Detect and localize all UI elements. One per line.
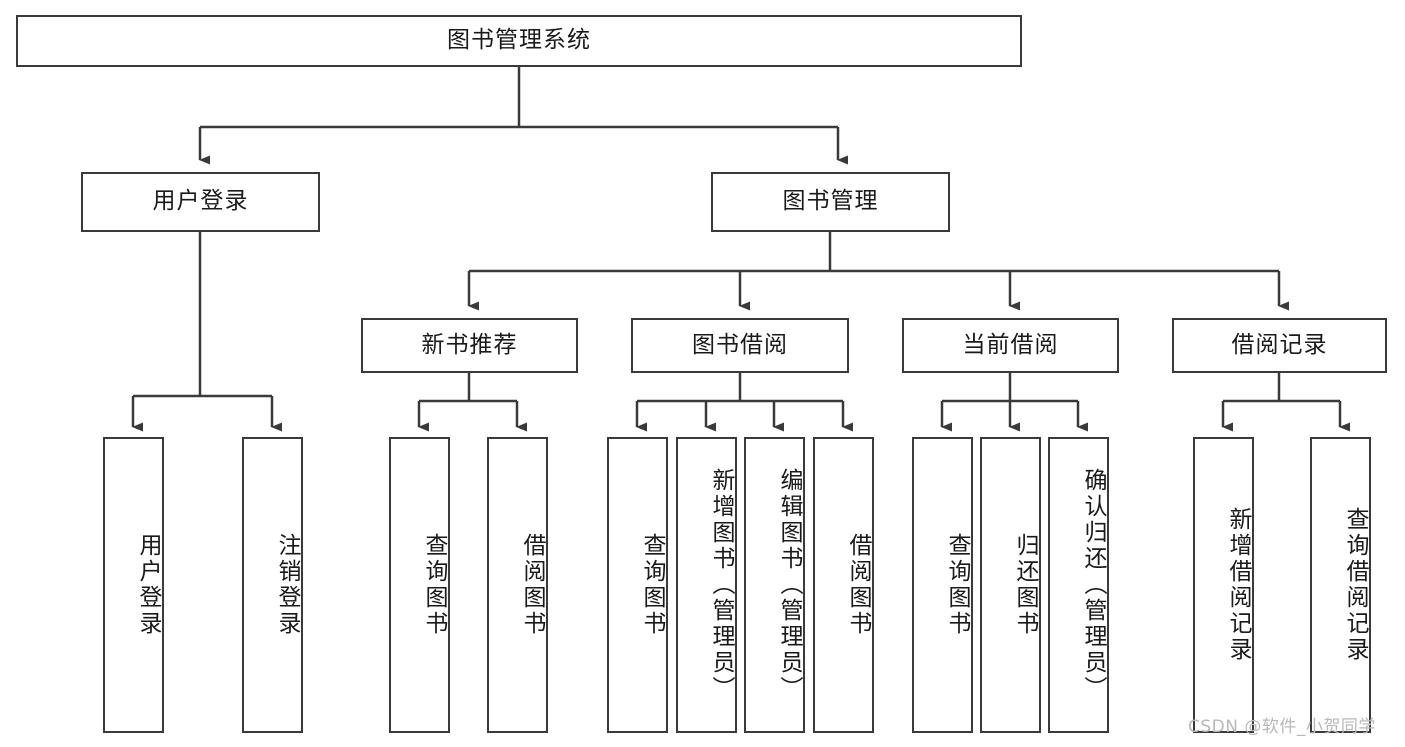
leaf-book-borrow-edit-book-admin[interactable]: 编辑图书（管理员）: [744, 437, 805, 733]
node-label: 查询图书: [421, 533, 447, 637]
node-label: 借阅记录: [1231, 331, 1328, 358]
node-user-login[interactable]: 用户登录: [81, 172, 320, 232]
node-label: 图书借阅: [692, 331, 788, 358]
leaf-user-login-logout[interactable]: 注销登录: [242, 437, 303, 733]
node-label: 当前借阅: [962, 331, 1059, 358]
node-borrow-records[interactable]: 借阅记录: [1172, 318, 1387, 373]
leaf-new-book-query-books[interactable]: 查询图书: [389, 437, 450, 733]
leaf-new-book-borrow-books[interactable]: 借阅图书: [487, 437, 548, 733]
node-label: 借阅图书: [845, 533, 871, 637]
node-label: 查询图书: [944, 533, 970, 637]
node-label: 查询图书: [639, 533, 665, 637]
node-book-management[interactable]: 图书管理: [711, 172, 950, 232]
node-label: 图书管理: [782, 188, 879, 215]
leaf-current-borrow-confirm-return-admin[interactable]: 确认归还（管理员）: [1048, 437, 1109, 733]
node-label: 借阅图书: [519, 533, 545, 637]
leaf-current-borrow-return-books[interactable]: 归还图书: [980, 437, 1041, 733]
node-current-borrow[interactable]: 当前借阅: [902, 318, 1119, 373]
node-book-borrow[interactable]: 图书借阅: [631, 318, 849, 373]
leaf-book-borrow-borrow-books[interactable]: 借阅图书: [813, 437, 874, 733]
node-label: 编辑图书（管理员）: [776, 468, 802, 702]
node-label: 确认归还（管理员）: [1080, 468, 1106, 702]
node-label: 新书推荐: [421, 331, 518, 358]
node-label: 注销登录: [274, 533, 300, 637]
leaf-user-login-login[interactable]: 用户登录: [103, 437, 164, 733]
watermark-text: CSDN @软件_小贺同学: [1188, 717, 1376, 737]
leaf-book-borrow-add-book-admin[interactable]: 新增图书（管理员）: [676, 437, 737, 733]
node-label: 图书管理系统: [447, 27, 591, 54]
node-label: 新增图书（管理员）: [708, 468, 734, 702]
leaf-book-borrow-query-books[interactable]: 查询图书: [607, 437, 668, 733]
node-label: 新增借阅记录: [1225, 507, 1251, 663]
node-new-book-recommend[interactable]: 新书推荐: [361, 318, 578, 373]
node-label: 用户登录: [135, 533, 161, 637]
leaf-borrow-records-query-record[interactable]: 查询借阅记录: [1310, 437, 1371, 733]
node-label: 归还图书: [1012, 533, 1038, 637]
leaf-borrow-records-add-record[interactable]: 新增借阅记录: [1193, 437, 1254, 733]
node-label: 用户登录: [152, 188, 249, 215]
node-root-book-management-system[interactable]: 图书管理系统: [16, 15, 1022, 67]
node-label: 查询借阅记录: [1342, 507, 1368, 663]
leaf-current-borrow-query-books[interactable]: 查询图书: [912, 437, 973, 733]
